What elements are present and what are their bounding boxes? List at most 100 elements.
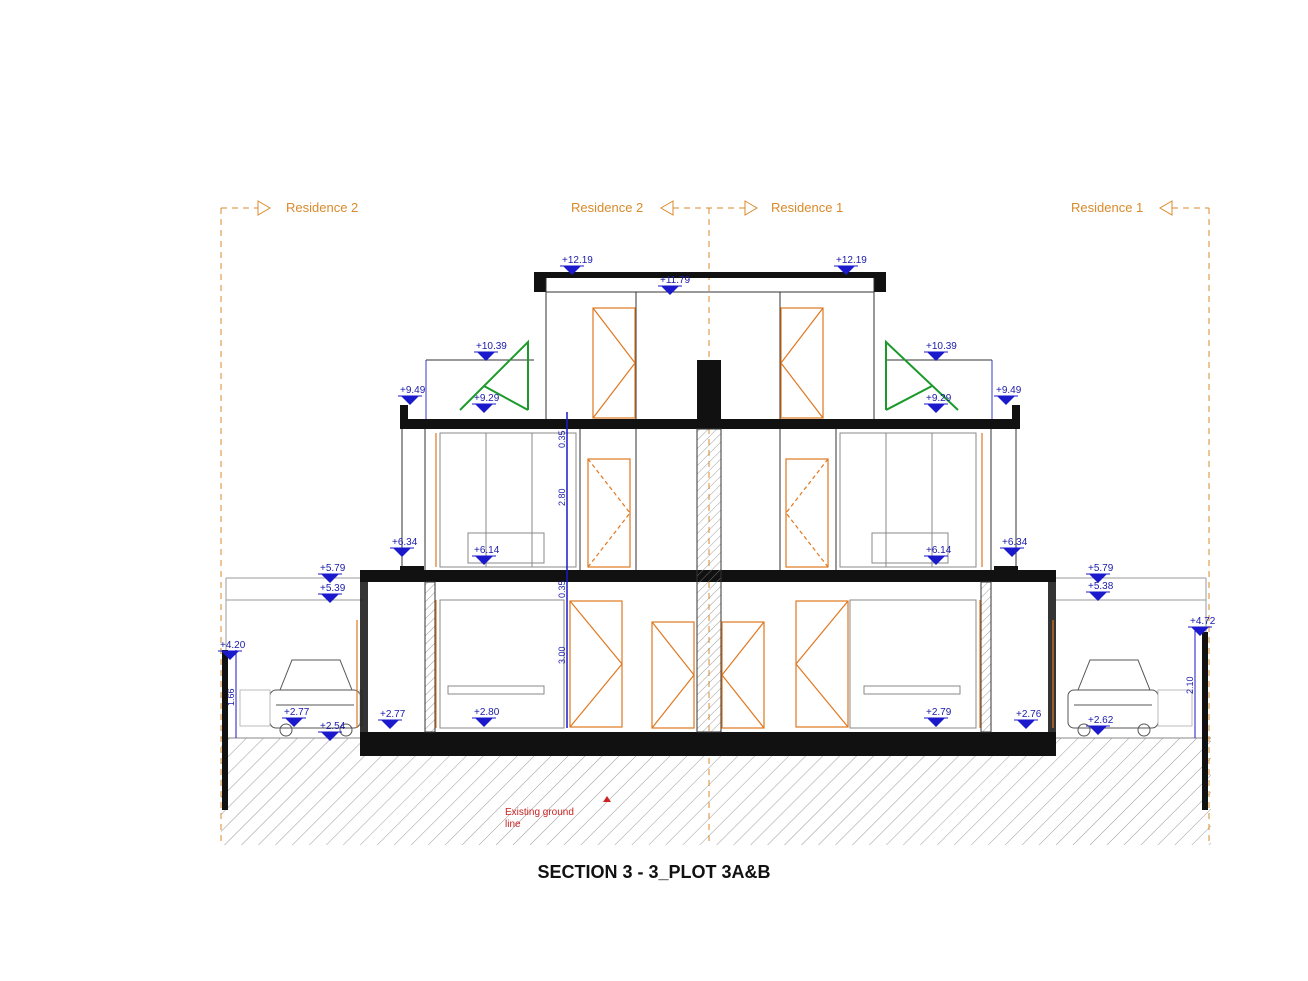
level-triangle-icon: [837, 266, 855, 275]
level-label: +10.39: [476, 341, 507, 352]
boundary-wall-left: [222, 650, 228, 810]
level-triangle-icon: [393, 548, 411, 557]
level-markers: +12.19 +11.79 +12.19 +10.39 +10.39 +9.49 +9.29…: [218, 255, 1216, 741]
level-label: +2.80: [474, 707, 500, 718]
level-label: +5.38: [1088, 581, 1114, 592]
level-triangle-icon: [1017, 720, 1035, 729]
level-marker: +2.80: [472, 707, 500, 727]
level-label: +2.54: [320, 721, 346, 732]
level-label: +2.76: [1016, 709, 1042, 720]
level-marker: +2.54: [318, 721, 346, 741]
level-triangle-icon: [1191, 627, 1209, 636]
level-label: +6.34: [392, 537, 418, 548]
level-triangle-icon: [401, 396, 419, 405]
level-marker: +11.79: [658, 275, 691, 295]
level-marker: +5.38: [1086, 581, 1114, 601]
level-label: +5.79: [1088, 563, 1114, 574]
level-triangle-icon: [475, 718, 493, 727]
level-triangle-icon: [475, 556, 493, 565]
level-marker: +2.79: [924, 707, 952, 727]
level-label: +9.49: [400, 385, 426, 396]
residence-label-2: Residence 2: [571, 200, 643, 215]
dimension-label: 1.66: [226, 688, 236, 706]
level-label: +5.79: [320, 563, 346, 574]
level-label: +2.77: [284, 707, 310, 718]
level-marker: +2.77: [282, 707, 310, 727]
level-triangle-icon: [321, 574, 339, 583]
level-triangle-icon: [285, 718, 303, 727]
level-marker: +12.19: [834, 255, 867, 275]
level-label: +9.29: [474, 393, 500, 404]
level-triangle-icon: [381, 720, 399, 729]
dimension-labels: 0.35 2.80 0.35 3.00 1.66 2.10: [226, 430, 1195, 706]
level-label: +2.79: [926, 707, 952, 718]
level-triangle-icon: [221, 651, 239, 660]
dimension-label: 0.35: [557, 580, 567, 598]
dimension-label: 3.00: [557, 646, 567, 664]
level-label: +12.19: [836, 255, 867, 266]
level-label: +5.39: [320, 583, 346, 594]
building-section: [235, 272, 1196, 756]
level-marker: +5.79: [318, 563, 346, 583]
level-triangle-icon: [927, 404, 945, 413]
level-label: +4.72: [1190, 616, 1216, 627]
level-marker: +2.62: [1086, 715, 1114, 735]
level-triangle-icon: [563, 266, 581, 275]
level-label: +9.49: [996, 385, 1022, 396]
level-triangle-icon: [321, 594, 339, 603]
level-label: +6.14: [474, 545, 500, 556]
level-marker: +4.72: [1188, 616, 1216, 636]
level-marker: +6.14: [924, 545, 952, 565]
level-triangle-icon: [477, 352, 495, 361]
level-triangle-icon: [927, 556, 945, 565]
level-label: +10.39: [926, 341, 957, 352]
level-marker: +2.76: [1014, 709, 1042, 729]
dimension-label: 2.80: [557, 488, 567, 506]
dimension-label: 2.10: [1185, 676, 1195, 694]
level-triangle-icon: [1089, 574, 1107, 583]
level-marker: +2.77: [378, 709, 406, 729]
level-triangle-icon: [1089, 592, 1107, 601]
level-label: +11.79: [660, 275, 691, 286]
residence-label-1: Residence 2: [286, 200, 358, 215]
level-marker: +6.34: [390, 537, 418, 557]
level-marker: +10.39: [924, 341, 957, 361]
level-triangle-icon: [321, 732, 339, 741]
fence-right: [1157, 689, 1193, 727]
level-label: +4.20: [220, 640, 246, 651]
level-triangle-icon: [927, 352, 945, 361]
level-label: +6.34: [1002, 537, 1028, 548]
boundary-wall-right: [1202, 632, 1208, 810]
existing-ground-note: Existing ground line: [505, 796, 611, 830]
level-triangle-icon: [1003, 548, 1021, 557]
level-label: +12.19: [562, 255, 593, 266]
level-marker: +10.39: [474, 341, 507, 361]
level-label: +2.62: [1088, 715, 1114, 726]
level-marker: +6.14: [472, 545, 500, 565]
residence-label-4: Residence 1: [1071, 200, 1143, 215]
note-text: line: [505, 819, 521, 830]
level-marker: +9.29: [472, 393, 500, 413]
level-marker: +9.29: [924, 393, 952, 413]
level-label: +6.14: [926, 545, 952, 556]
level-triangle-icon: [997, 396, 1015, 405]
level-marker: +5.39: [318, 583, 346, 603]
level-marker: +12.19: [560, 255, 593, 275]
car-left: [269, 659, 361, 737]
drawing-title: SECTION 3 - 3_PLOT 3A&B: [537, 862, 771, 882]
dimension-label: 0.35: [557, 430, 567, 448]
level-marker: +4.20: [218, 640, 246, 660]
level-marker: +9.49: [994, 385, 1022, 405]
level-marker: +9.49: [398, 385, 426, 405]
level-triangle-icon: [1089, 726, 1107, 735]
note-text: Existing ground: [505, 807, 574, 818]
level-label: +2.77: [380, 709, 406, 720]
level-triangle-icon: [927, 718, 945, 727]
level-triangle-icon: [475, 404, 493, 413]
level-marker: +6.34: [1000, 537, 1028, 557]
level-triangle-icon: [661, 286, 679, 295]
residence-label-3: Residence 1: [771, 200, 843, 215]
level-marker: +5.79: [1086, 563, 1114, 583]
level-label: +9.29: [926, 393, 952, 404]
